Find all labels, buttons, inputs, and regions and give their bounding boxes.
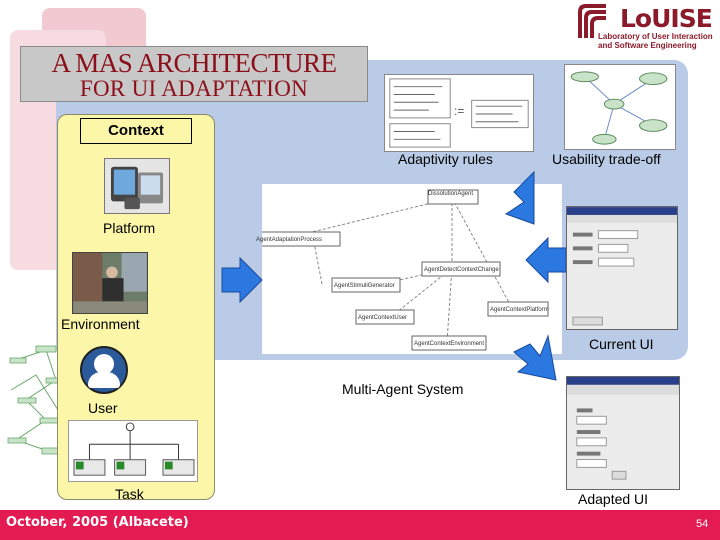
usability-tradeoff-label: Usability trade-off xyxy=(552,151,661,167)
footer-date: October, 2005 (Albacete) xyxy=(6,515,189,530)
arrow-to-adapted-ui-icon xyxy=(513,334,557,381)
mas-agent: AgentAdaptationProcess xyxy=(256,237,323,243)
footer-bar xyxy=(0,510,720,540)
adapted-ui-screenshot xyxy=(566,376,680,490)
mas-agent: AgentContextUser xyxy=(358,315,408,321)
rules-operator: := xyxy=(454,104,465,118)
louise-logo-icon xyxy=(578,4,606,38)
platform-devices-image xyxy=(104,158,170,214)
task-label: Task xyxy=(115,486,144,502)
usability-tradeoff-thumbnail xyxy=(564,64,676,150)
logo-name: LoUISE xyxy=(620,4,713,33)
multi-agent-system-label: Multi-Agent System xyxy=(342,381,464,397)
slide-title-line2: FOR UI ADAPTATION xyxy=(79,76,309,101)
platform-label: Platform xyxy=(103,220,156,236)
page-number: 54 xyxy=(696,518,709,530)
current-ui-label: Current UI xyxy=(589,336,654,352)
task-tree-diagram xyxy=(68,420,198,482)
environment-label: Environment xyxy=(61,316,140,332)
arrow-from-rules-icon xyxy=(504,170,535,225)
adapted-ui-label: Adapted UI xyxy=(578,491,649,507)
mas-agent: DissolutionAgent xyxy=(428,191,474,197)
mas-agent: AgentContextEnvironment xyxy=(414,341,485,347)
user-icon-head xyxy=(94,354,114,374)
arrow-from-current-ui-icon xyxy=(525,236,567,284)
current-ui-screenshot xyxy=(566,206,678,330)
logo-subtitle: Laboratory of User Interaction and Softw… xyxy=(598,32,716,50)
mas-agent: AgentContextPlatform xyxy=(490,307,549,313)
arrow-from-context-icon xyxy=(221,256,263,304)
user-icon-body xyxy=(88,372,120,388)
title-banner xyxy=(20,46,368,102)
mas-agent: AgentDetectContextChange xyxy=(424,267,499,273)
mas-agent: AgentStimuliGenerator xyxy=(334,283,395,289)
environment-photo-image xyxy=(72,252,148,314)
context-label: Context xyxy=(80,118,192,144)
logo-subtitle-line1: Laboratory of User Interaction xyxy=(598,32,713,41)
user-label: User xyxy=(88,400,118,416)
adaptivity-rules-thumbnail xyxy=(384,74,534,152)
slide-title-line1: A MAS ARCHITECTURE xyxy=(51,48,337,78)
logo-subtitle-line2: and Software Engineering xyxy=(598,41,697,50)
adaptivity-rules-label: Adaptivity rules xyxy=(398,151,493,167)
